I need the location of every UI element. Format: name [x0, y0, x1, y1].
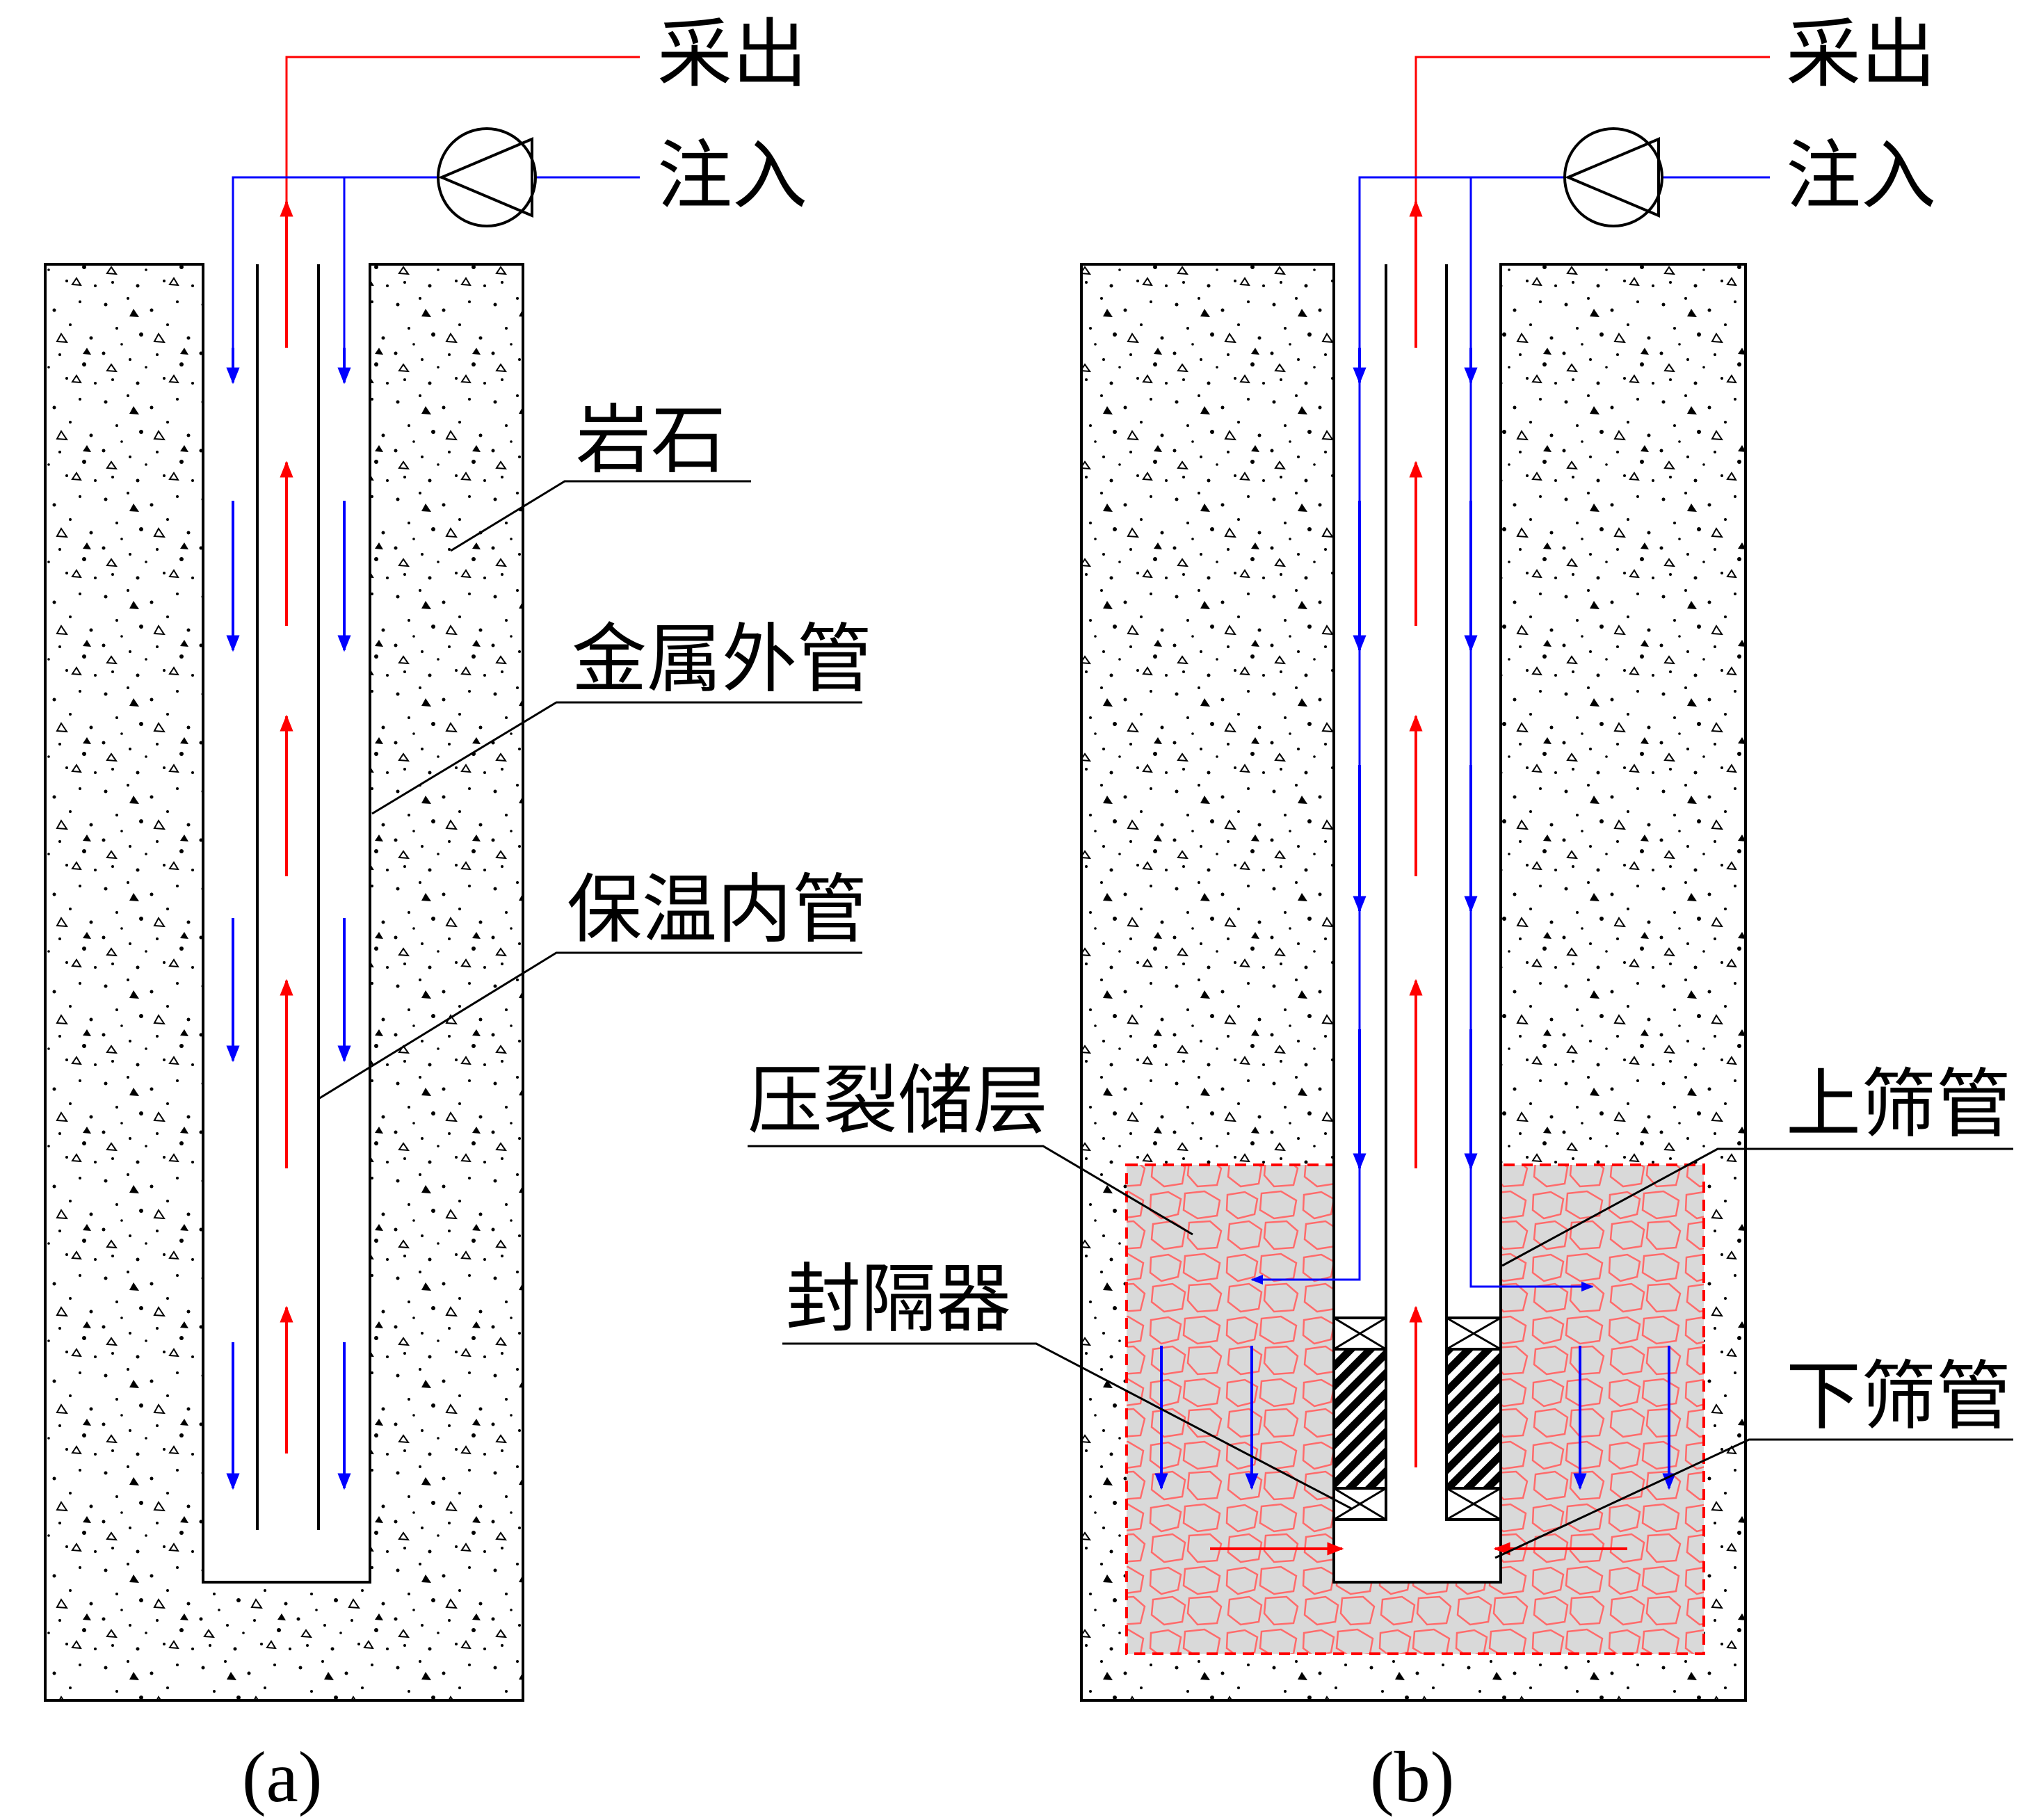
- leader-inner-pipe: [318, 951, 862, 1100]
- caption-a: (a): [242, 1737, 322, 1817]
- label-reservoir: 压裂储层: [748, 1058, 1048, 1145]
- production-line: [285, 56, 640, 202]
- label-rock: 岩石: [576, 397, 726, 484]
- pump-triangle-icon: [1563, 127, 1663, 227]
- label-upper-screen: 上筛管: [1786, 1061, 2011, 1148]
- label-packer: 封隔器: [786, 1256, 1011, 1343]
- leader-outer-pipe: [371, 701, 862, 815]
- leader-packer: [782, 1342, 1353, 1511]
- injection-path-left: [1250, 348, 1361, 1285]
- outer-pipe: [1332, 264, 1502, 1584]
- leader-lower-screen: [1494, 1438, 2013, 1559]
- label-injection: 注入: [657, 133, 807, 220]
- outer-pipe: [202, 264, 371, 1584]
- label-injection: 注入: [1786, 133, 1936, 220]
- leader-reservoir: [748, 1145, 1193, 1236]
- caption-b: (b): [1370, 1737, 1454, 1817]
- label-production: 采出: [1786, 11, 1936, 98]
- packer-right: [1445, 1316, 1502, 1521]
- panel-a: 采出 注入 岩石 金属外管 保温内管 (a): [44, 11, 872, 1817]
- injection-path-right: [1469, 348, 1594, 1292]
- production-line: [1415, 56, 1770, 202]
- leader-upper-screen: [1501, 1147, 2013, 1267]
- leader-rock: [450, 480, 751, 552]
- pump-triangle-icon: [437, 127, 537, 227]
- label-outer-pipe: 金属外管: [572, 616, 872, 703]
- panel-b: 采出 注入 压裂储层 封隔器 上筛管 下筛管 (b): [748, 11, 2013, 1817]
- injection-line: [232, 176, 437, 348]
- packer-left: [1332, 1316, 1387, 1521]
- label-lower-screen: 下筛管: [1786, 1353, 2011, 1440]
- label-inner-pipe: 保温内管: [567, 867, 867, 953]
- injection-line: [1358, 176, 1565, 348]
- rock-formation: [44, 263, 524, 1702]
- label-production: 采出: [657, 11, 807, 98]
